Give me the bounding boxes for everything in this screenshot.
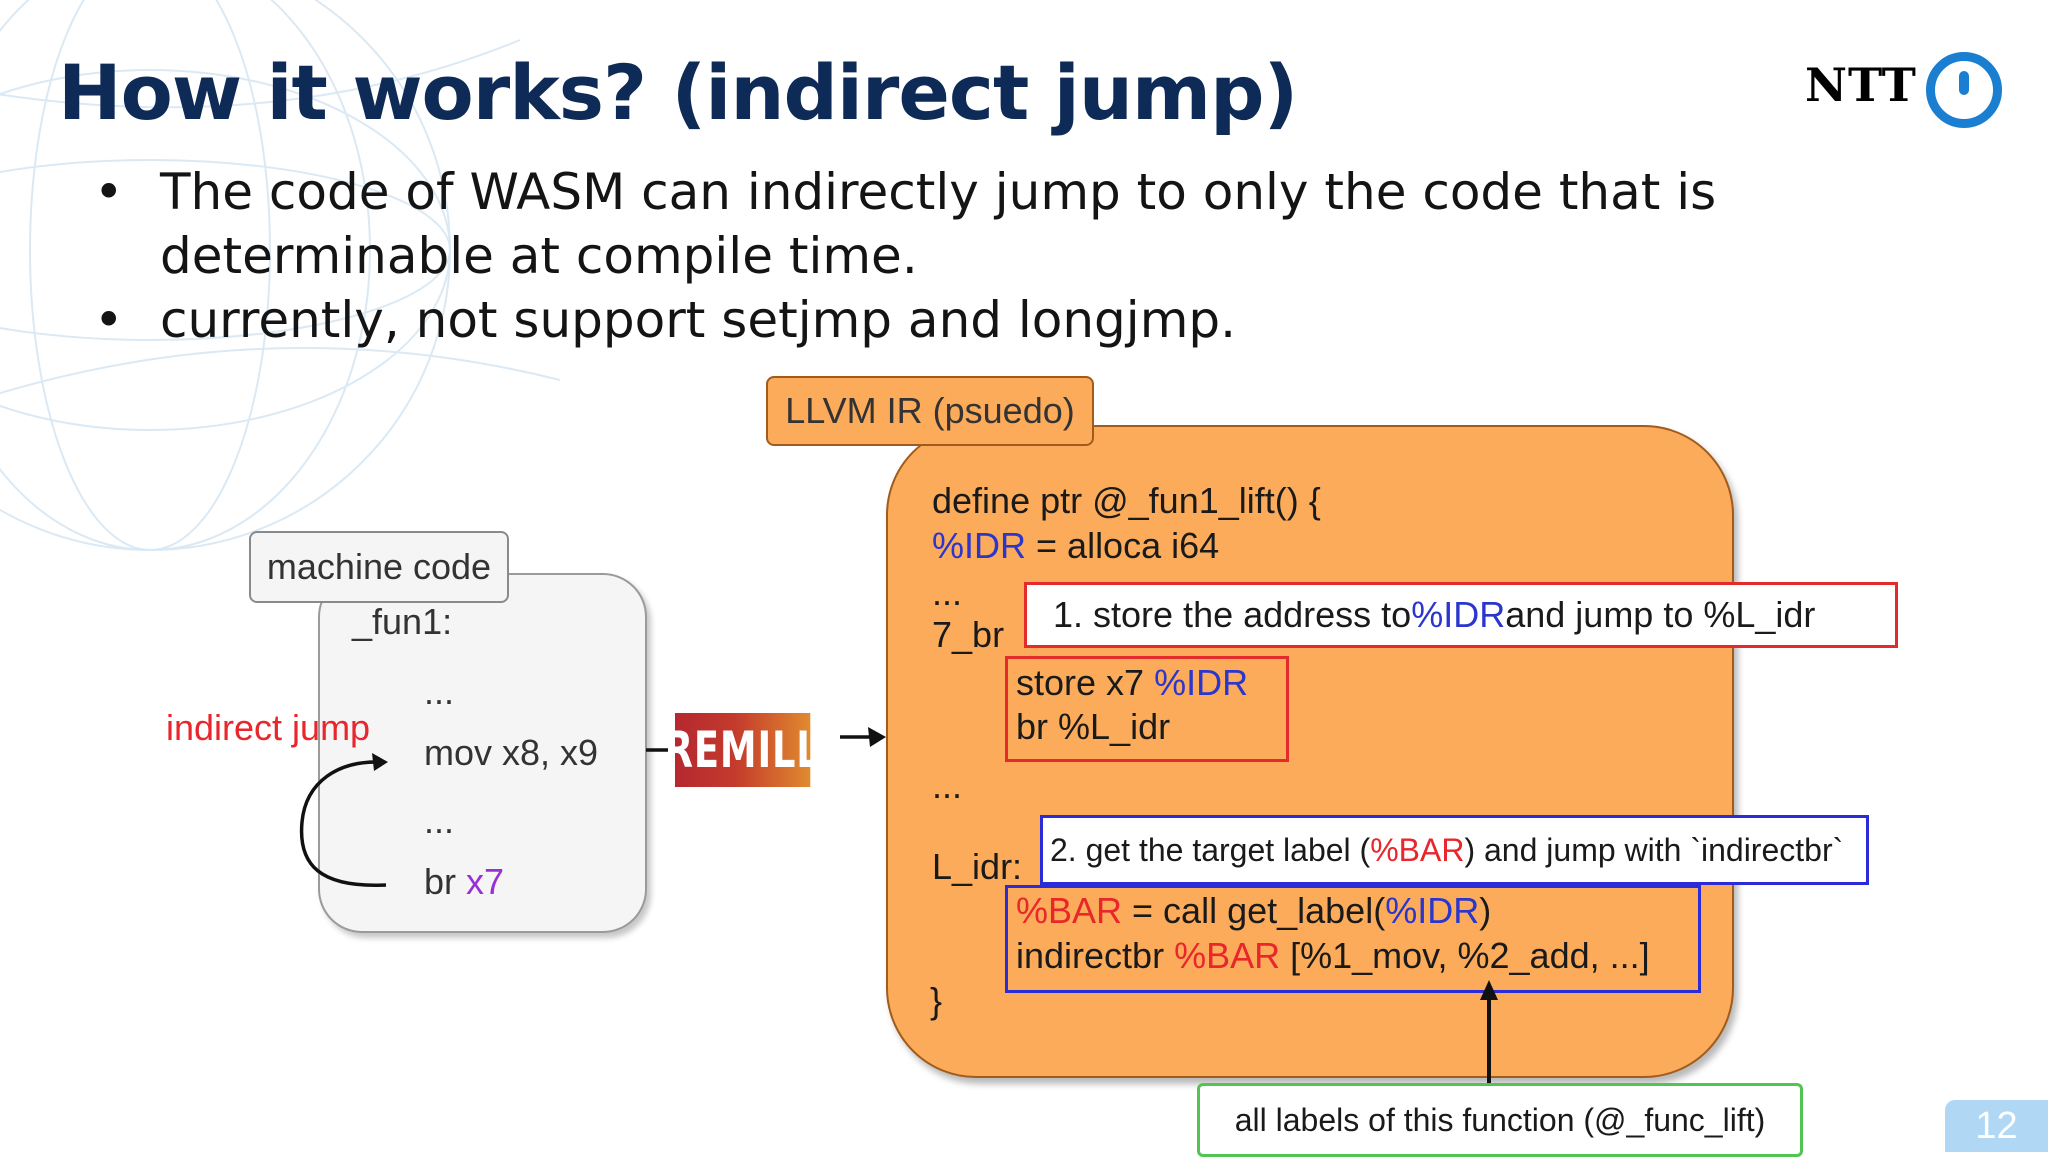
remill-logo: REMILL [665,713,820,787]
code-line-br: br x7 [424,861,504,903]
arrow-to-llvm [840,727,886,747]
label-l-idr: L_idr: [932,846,1023,887]
ntt-logo-text: NTT [1805,58,1917,112]
annotation-get-label: 2. get the target label (%BAR) and jump … [1040,815,1869,885]
label-7-br: 7_br [932,614,1005,655]
label-list: [%1_mov, %2_add, ...] [1280,935,1650,976]
slide-title: How it works? (indirect jump) [58,48,1298,137]
indirectbr-line: indirectbr %BAR [%1_mov, %2_add, ...] [1016,935,1650,977]
annotation-text: 1. store the address to [1053,594,1412,635]
indirectbr-highlight-box [1005,885,1701,993]
arrow-to-remill [646,748,678,752]
closing-brace: } [930,980,943,1021]
machine-code-box [318,573,647,933]
code-line-fun1: _fun1: [352,601,453,642]
ntt-logo-icon [1926,52,2002,128]
call-text: = call get_label( [1122,890,1386,931]
bullet-list: • The code of WASM can indirectly jump t… [86,160,2006,352]
code-line-ellipsis: ... [424,671,455,712]
store-line: store x7 %IDR [1016,662,1248,704]
br-lidr-line: br %L_idr [1016,706,1171,747]
idr-variable: %IDR [1154,662,1249,703]
llvm-ellipsis: ... [932,765,963,806]
llvm-ellipsis: ... [932,572,963,613]
code-line-mov: mov x8, x9 [424,732,599,773]
br-operand: x7 [466,861,505,902]
annotation-text: 2. get the target label ( [1050,831,1371,868]
llvm-alloca-line: %IDR = alloca i64 [932,525,1219,567]
annotation-all-labels: all labels of this function (@_func_lift… [1197,1083,1803,1157]
store-br-highlight-box [1005,656,1289,762]
annotation-store-and-jump: 1. store the address to %IDR and jump to… [1024,582,1898,648]
labels-arrow [1480,980,1498,1084]
bar-variable: %BAR [1370,831,1465,868]
llvm-ir-label: LLVM IR (psuedo) [766,376,1094,446]
bullet-dot: • [94,291,124,349]
bullet-dot: • [94,163,124,221]
bar-variable: %BAR [1016,890,1123,931]
llvm-ir-box [886,425,1734,1078]
bullet-item-2: • currently, not support setjmp and long… [86,288,2006,352]
idr-variable: %IDR [1411,594,1506,635]
page-number: 12 [1945,1100,2048,1152]
idr-variable: %IDR [932,525,1027,566]
indirect-jump-arrow [299,753,388,887]
bullet-text-2: currently, not support setjmp and longjm… [160,291,1237,349]
indirectbr-keyword: indirectbr [1016,935,1175,976]
bullet-item-1: • The code of WASM can indirectly jump t… [86,160,2006,288]
alloca-text: = alloca i64 [1026,525,1220,566]
llvm-define-line: define ptr @_fun1_lift() { [932,480,1321,521]
machine-code-label: machine code [249,531,509,603]
bar-variable: %BAR [1174,935,1281,976]
annotation-text: ) and jump with `indirectbr` [1464,831,1844,868]
code-line-ellipsis: ... [424,800,455,841]
indirect-jump-label: indirect jump [166,707,371,748]
bullet-text-1: The code of WASM can indirectly jump to … [160,163,1717,285]
call-get-label-line: %BAR = call get_label(%IDR) [1016,890,1491,932]
store-text: store x7 [1016,662,1155,703]
br-keyword: br [424,861,467,902]
annotation-text: and jump to %L_idr [1505,594,1816,635]
call-text: ) [1479,890,1492,931]
idr-variable: %IDR [1385,890,1480,931]
background-globe-decoration [0,0,560,551]
